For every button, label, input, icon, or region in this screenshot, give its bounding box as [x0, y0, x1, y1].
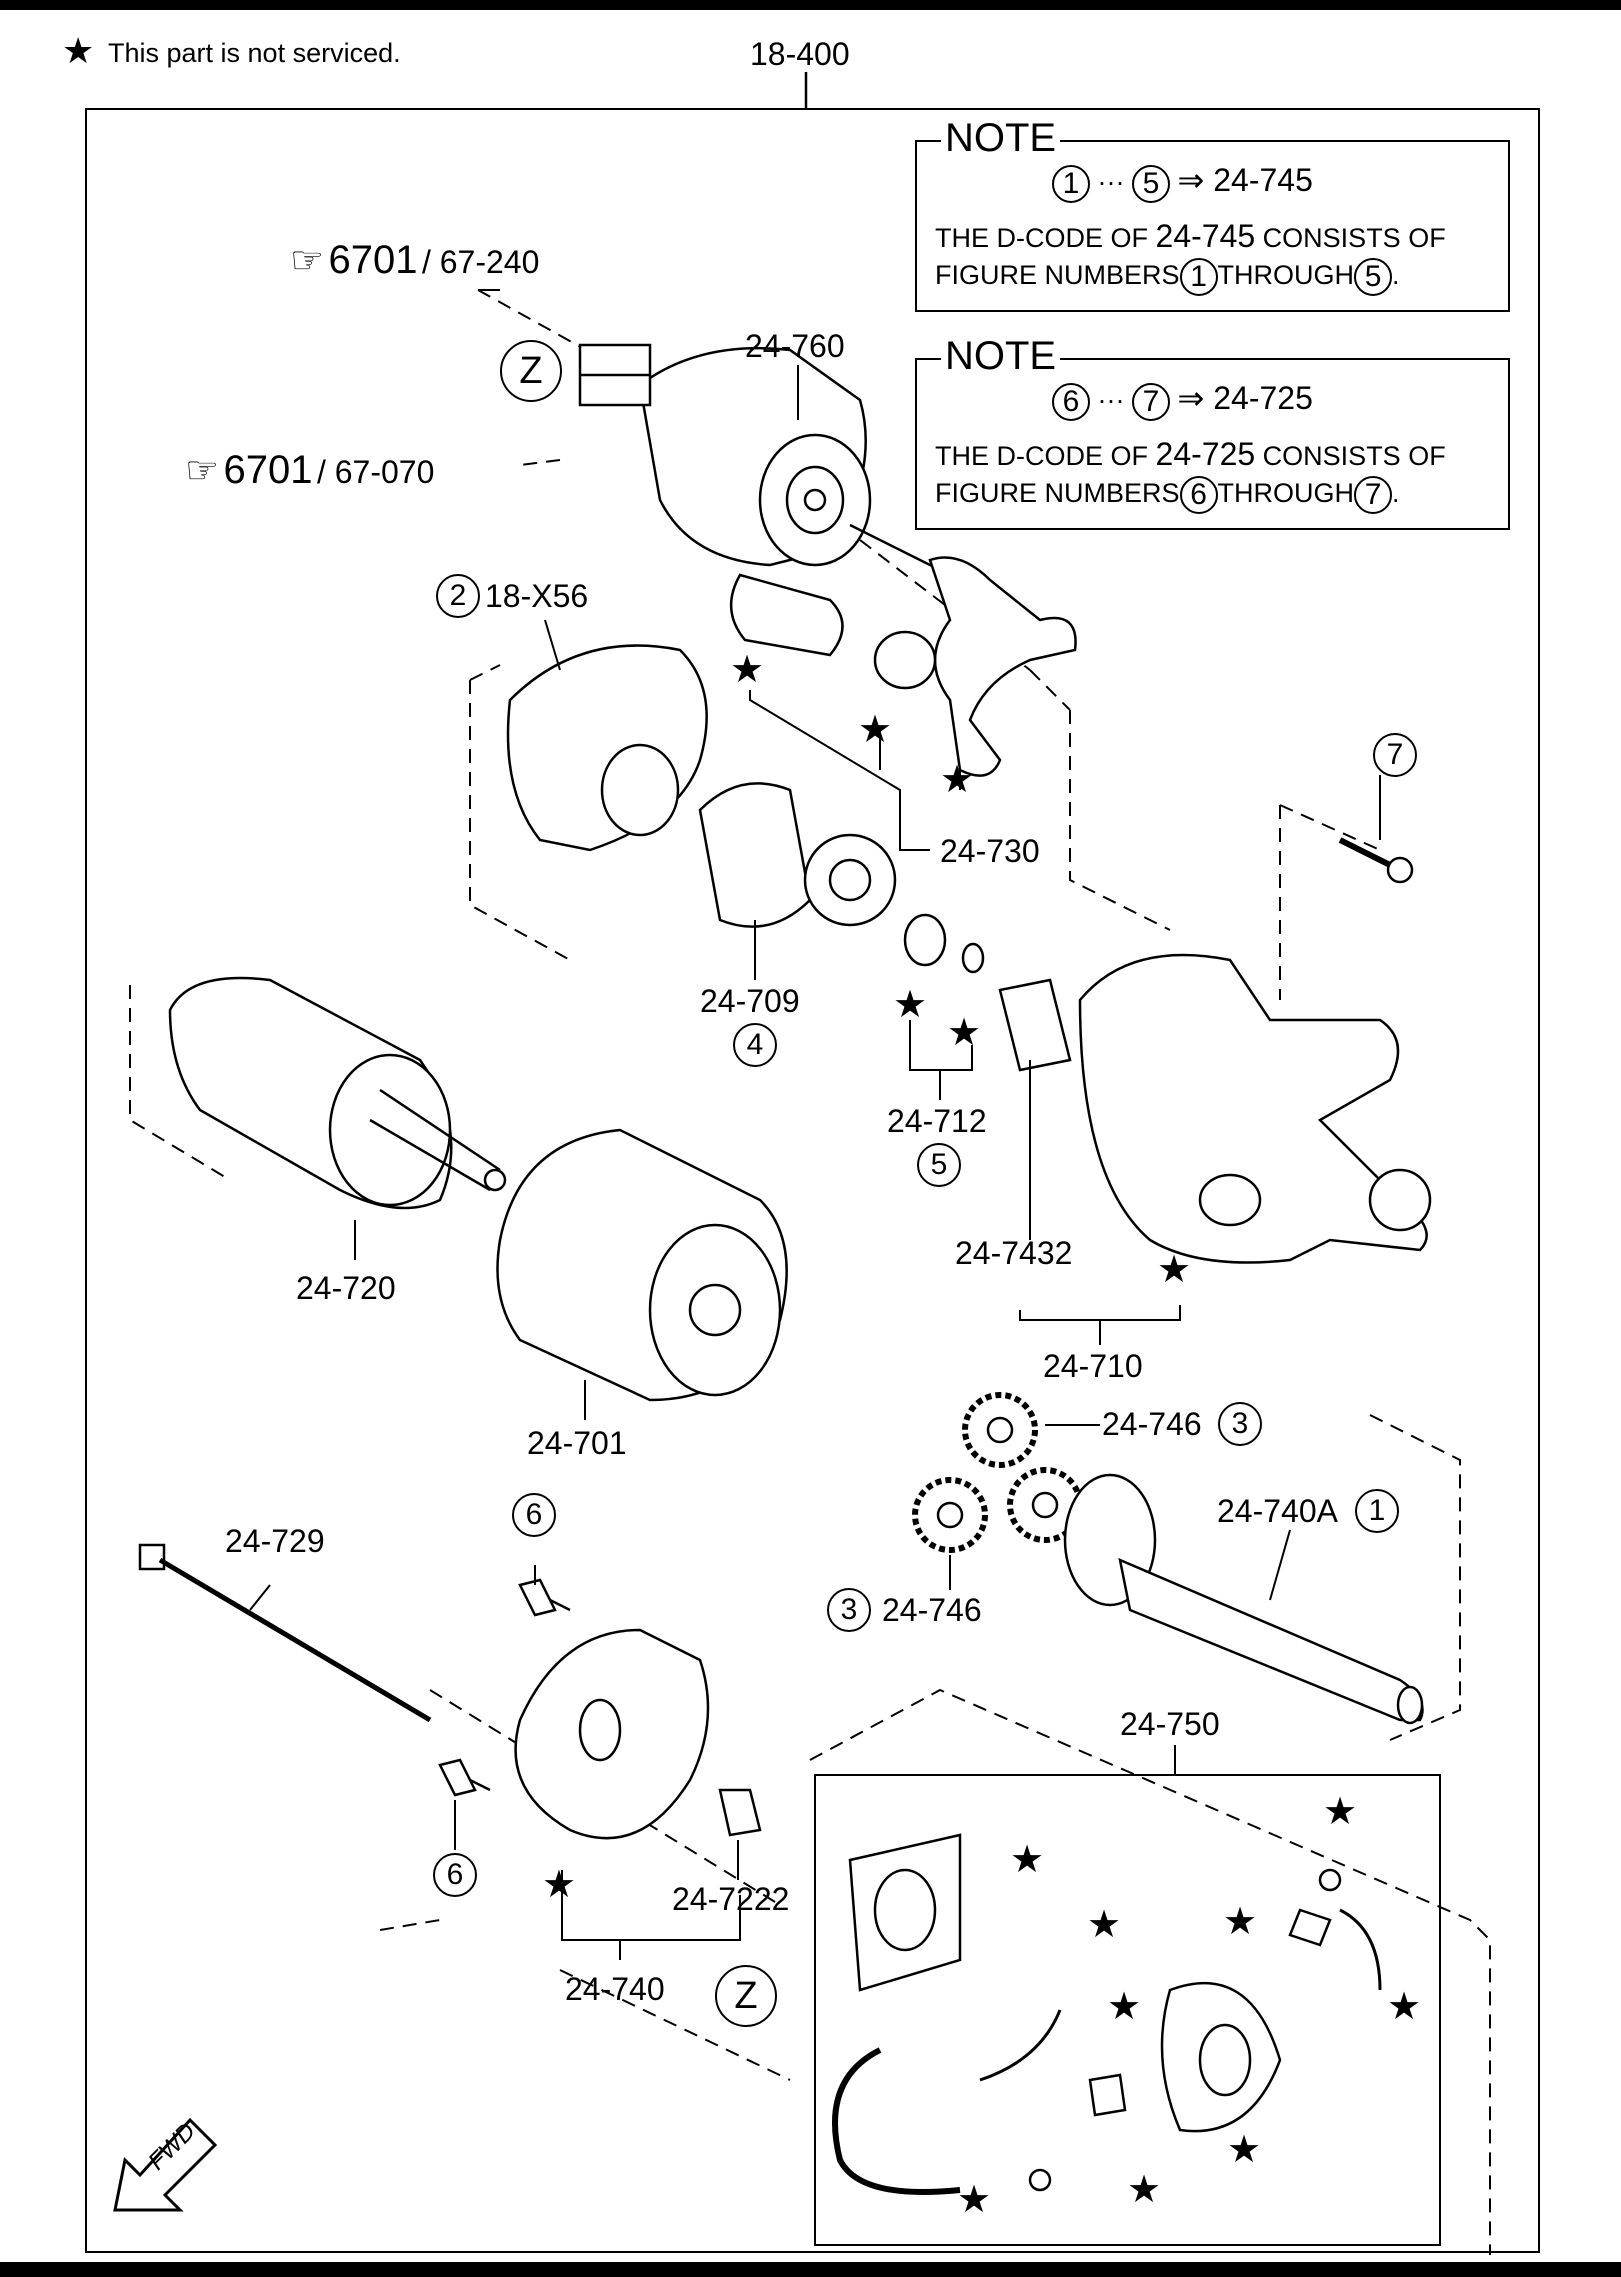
- star-marker: ★: [940, 757, 975, 801]
- top-border-bar: [0, 0, 1621, 10]
- part-label-24-730: 24-730: [940, 833, 1040, 869]
- note-1-target: ⇒ 24-745: [1177, 162, 1313, 198]
- armature: [168, 976, 507, 1210]
- star-marker: ★: [858, 707, 893, 751]
- part-label-24-760: 24-760: [745, 328, 845, 364]
- circled-6-upper: 6: [512, 1493, 556, 1537]
- part-label-24-701: 24-701: [527, 1425, 627, 1461]
- brush-holder-assembly: [832, 1833, 1382, 2195]
- note-title-1: NOTE: [941, 118, 1061, 158]
- through-bolt: [138, 1543, 432, 1723]
- z-mark-top: Z: [500, 340, 562, 402]
- star-legend-text: This part is not serviced.: [108, 38, 401, 68]
- star-marker: ★: [730, 647, 765, 691]
- circled-4: 4: [733, 1023, 777, 1067]
- part-label-24-740a: 24-740A: [1217, 1493, 1338, 1529]
- solenoid-switch: [578, 343, 961, 582]
- drive-housing: [1078, 953, 1432, 1264]
- part-label-24-7432: 24-7432: [955, 1235, 1073, 1271]
- stopper: [903, 913, 947, 967]
- star-marker: ★: [1157, 1247, 1192, 1291]
- part-label-18-x56: 18-X56: [485, 578, 589, 614]
- bushing: [998, 978, 1072, 1072]
- pointing-hand-icon: ☞: [185, 448, 220, 492]
- star-marker: ★: [1127, 2167, 1162, 2211]
- note-2-range-to: 7: [1132, 382, 1171, 421]
- star-marker: ★: [957, 2177, 992, 2221]
- planet-gears: [912, 1392, 1083, 1553]
- overrunning-clutch: [698, 782, 897, 928]
- cross-ref-67-070[interactable]: ☞ 6701 / 67-070: [185, 450, 434, 490]
- part-label-24-710: 24-710: [1043, 1348, 1143, 1384]
- ref-sub: / 67-070: [316, 454, 435, 490]
- part-label-24-750: 24-750: [1120, 1706, 1220, 1742]
- diagram-frame: [85, 108, 1540, 2253]
- z-mark-bottom: Z: [715, 1965, 777, 2027]
- callout-leaders: [249, 289, 1381, 1960]
- note-2-range-from: 6: [1052, 382, 1090, 421]
- note-1-range-from: 1: [1052, 164, 1090, 203]
- star-legend-icon: ★: [62, 31, 95, 72]
- cross-ref-67-240[interactable]: ☞ 6701 / 67-240: [290, 240, 539, 280]
- ref-sub: / 67-240: [421, 244, 540, 280]
- star-marker: ★: [1010, 1837, 1045, 1881]
- star-marker: ★: [1227, 2127, 1262, 2171]
- star-marker: ★: [1223, 1899, 1258, 1943]
- part-label-24-7222: 24-7222: [672, 1881, 790, 1917]
- star-marker: ★: [1323, 1789, 1358, 1833]
- brush-holder-box: [814, 1774, 1441, 2246]
- part-label-24-746-upper: 24-746: [1102, 1406, 1202, 1442]
- star-marker: ★: [1107, 1984, 1142, 2028]
- ref-code: 6701: [328, 238, 418, 282]
- group-code-label: 18-400: [750, 36, 850, 72]
- ref-code: 6701: [223, 448, 313, 492]
- plunger-parts: [729, 573, 937, 690]
- circled-6-lower: 6: [433, 1853, 477, 1897]
- star-marker: ★: [542, 1862, 577, 1906]
- part-label-24-729: 24-729: [225, 1523, 325, 1559]
- note-box-1: NOTE 1 ··· 5 ⇒ 24-745 THE D-CODE OF 24-7…: [915, 118, 1510, 312]
- bottom-border-bar: [0, 2262, 1621, 2277]
- part-label-24-740: 24-740: [565, 1971, 665, 2007]
- note-2-target: ⇒ 24-725: [1177, 380, 1313, 416]
- part-label-24-712: 24-712: [887, 1103, 987, 1139]
- part-label-24-709: 24-709: [700, 983, 800, 1019]
- note-2-line2: THE D-CODE OF 24-725 CONSISTS OF: [935, 436, 1446, 472]
- circled-3-lower: 3: [827, 1588, 871, 1632]
- part-label-24-720: 24-720: [296, 1270, 396, 1306]
- star-marker: ★: [1087, 1902, 1122, 1946]
- star-marker: ★: [947, 1010, 982, 1054]
- screws: [438, 837, 1414, 1797]
- part-label-24-746-lower: 24-746: [882, 1592, 982, 1628]
- pinion-shaft: [1063, 1473, 1424, 1725]
- fwd-arrow-icon: [113, 2117, 218, 2212]
- note-title-2: NOTE: [941, 336, 1061, 376]
- note-1-line2: THE D-CODE OF 24-745 CONSISTS OF: [935, 218, 1446, 254]
- note-1-range-to: 5: [1132, 164, 1171, 203]
- snap-ring: [961, 942, 985, 974]
- star-marker: ★: [1387, 1984, 1422, 2028]
- circled-7: 7: [1373, 733, 1417, 777]
- circled-1: 1: [1355, 1489, 1399, 1533]
- note-1-range: 1 ··· 5 ⇒ 24-745: [1052, 164, 1313, 203]
- yoke: [496, 1128, 788, 1402]
- note-box-2: NOTE 6 ··· 7 ⇒ 24-725 THE D-CODE OF 24-7…: [915, 336, 1510, 530]
- dashed-assembly-lines: [129, 289, 1491, 2255]
- circled-2: 2: [436, 574, 480, 618]
- star-marker: ★: [893, 982, 928, 1026]
- circled-3-upper: 3: [1218, 1402, 1262, 1446]
- front-cover: [506, 644, 708, 852]
- pointing-hand-icon: ☞: [290, 238, 325, 282]
- rear-end-frame: [514, 1628, 762, 1840]
- note-2-range: 6 ··· 7 ⇒ 24-725: [1052, 382, 1313, 421]
- circled-5: 5: [917, 1143, 961, 1187]
- drive-lever: [928, 556, 1077, 777]
